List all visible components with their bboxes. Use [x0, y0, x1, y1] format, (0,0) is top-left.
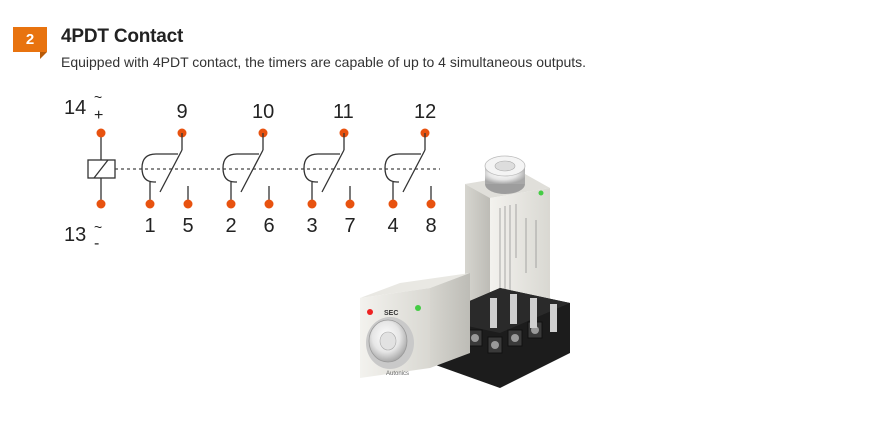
- contact-no-dot: [264, 199, 274, 209]
- contact-nc-label: 1: [145, 215, 156, 237]
- contact-no-dot: [183, 199, 193, 209]
- coil-bottom-terminal-label: 13: [64, 224, 86, 246]
- contact-common-label: 11: [333, 101, 354, 123]
- contact-switch-arm: [402, 149, 426, 193]
- coil-diagonal: [93, 159, 109, 179]
- contact-no-label: 6: [264, 215, 275, 237]
- timer-product-image: SEC Autonics: [360, 155, 570, 388]
- lying-timer-top: [360, 273, 470, 298]
- contact-switch-arm: [240, 149, 264, 193]
- lying-timer-output-led: [415, 305, 421, 311]
- socket-metal-clips: [490, 294, 557, 332]
- contact-no-label: 7: [345, 215, 356, 237]
- standing-timer: [465, 155, 550, 318]
- lying-timer-knob: [366, 317, 414, 369]
- coil-bottom-minus-symbol: -: [94, 235, 99, 252]
- contact-diagram: 14 ~ + 13 ~ - 9 1 5 10 2 6 11 3 7 12 4 8: [64, 89, 440, 252]
- coil-top-ac-symbol: ~: [94, 89, 102, 105]
- lying-timer-power-led: [367, 309, 373, 315]
- contact-common-label: 10: [252, 101, 274, 123]
- section-number-badge: 2: [13, 27, 47, 52]
- contact-nc-hook: [303, 153, 340, 183]
- coil-top-terminal-label: 14: [64, 97, 86, 119]
- standing-timer-knob: [484, 155, 526, 194]
- lying-timer: SEC Autonics: [360, 273, 470, 378]
- section-description: Equipped with 4PDT contact, the timers a…: [61, 54, 587, 70]
- coil-top-terminal-dot: [96, 128, 106, 138]
- contact-nc-hook: [141, 153, 178, 183]
- contact-no-dot: [345, 199, 355, 209]
- contact-nc-dot: [388, 199, 398, 209]
- contact-nc-label: 3: [307, 215, 318, 237]
- contact-nc-dot: [226, 199, 236, 209]
- contact-nc-label: 2: [226, 215, 237, 237]
- lying-timer-range-label: SEC: [384, 310, 398, 317]
- contact-nc-hook: [222, 153, 259, 183]
- contact-nc-dot: [307, 199, 317, 209]
- badge-fold: [40, 52, 47, 59]
- contact-common-label: 12: [414, 101, 436, 123]
- contact-no-dot: [426, 199, 436, 209]
- coil-bottom-ac-symbol: ~: [94, 219, 102, 235]
- coil-top-plus-symbol: +: [94, 107, 103, 124]
- contact-nc-label: 4: [388, 215, 399, 237]
- contact-nc-dot: [145, 199, 155, 209]
- standing-timer-side: [465, 184, 490, 318]
- section-number: 2: [25, 31, 35, 48]
- lying-timer-brand: Autonics: [386, 371, 409, 377]
- standing-timer-printed-label: [499, 204, 537, 298]
- contacts-group: 9 1 5 10 2 6 11 3 7 12 4 8: [141, 101, 437, 237]
- contact-switch-arm: [159, 149, 183, 193]
- section-title: 4PDT Contact: [61, 26, 184, 47]
- lying-timer-side: [430, 273, 470, 368]
- contact-common-label: 9: [177, 101, 188, 123]
- contact-nc-hook: [384, 153, 421, 183]
- contact-no-label: 5: [183, 215, 194, 237]
- contact-no-label: 8: [426, 215, 437, 237]
- standing-timer-led: [538, 190, 544, 196]
- coil-bottom-terminal-dot: [96, 199, 106, 209]
- contact-switch-arm: [321, 149, 345, 193]
